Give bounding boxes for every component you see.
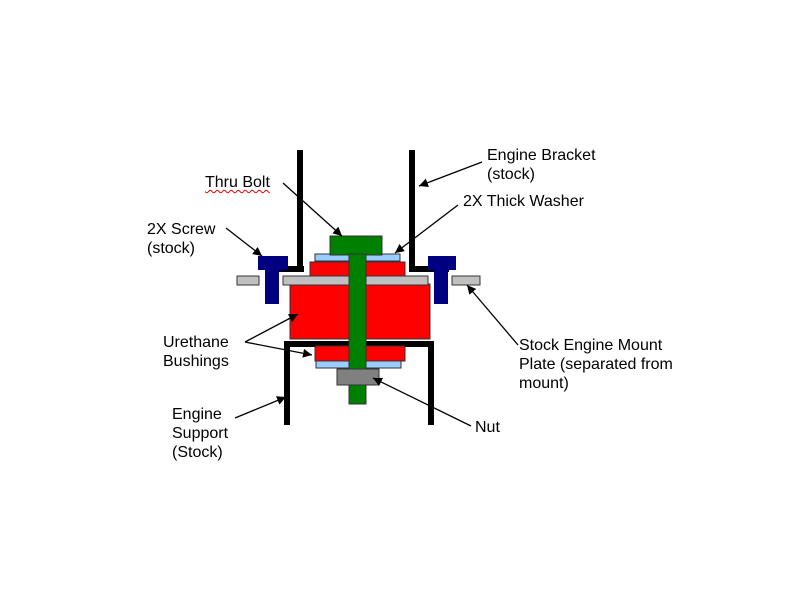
urethane-bushings-label-line: Bushings (163, 353, 229, 370)
thick-washer-arrow (394, 204, 459, 254)
engine-support-arrow (234, 396, 287, 419)
engine-bracket-label-line: (stock) (487, 166, 535, 183)
stock-mount-plate-label: Stock Engine Mount Plate (separated from… (519, 336, 673, 393)
stock-mount-plate-label-line: Stock Engine Mount (519, 337, 663, 354)
stock-screws (258, 256, 456, 304)
screw-label-line: 2X Screw (147, 221, 216, 238)
mount-plate-arrow (466, 284, 519, 346)
engine-bracket-label-line: Engine Bracket (487, 147, 596, 164)
urethane-bushings-label: Urethane Bushings (163, 333, 229, 371)
nut-label-line: Nut (475, 419, 500, 436)
engine-support-label-line: Engine (172, 406, 222, 423)
nut-label: Nut (475, 418, 500, 437)
thick-washer-label-line: 2X Thick Washer (463, 193, 584, 210)
bushing-upper-arrow (244, 313, 299, 343)
screw-label-line: (stock) (147, 240, 195, 257)
engine-bracket-label: Engine Bracket (stock) (487, 146, 596, 184)
engine-bracket-arrow (418, 161, 483, 188)
thru-bolt-label-line: Thru Bolt (205, 174, 270, 191)
screw-arrow (225, 227, 263, 257)
engine-support-label: Engine Support (Stock) (172, 405, 228, 462)
stock-mount-plate-label-line: mount) (519, 375, 569, 392)
nut (336, 368, 380, 386)
stock-mount-plate-label-line: Plate (separated from (519, 356, 673, 373)
nut-arrow (372, 377, 472, 427)
thick-washer-label: 2X Thick Washer (463, 192, 584, 211)
urethane-bushings-label-line: Urethane (163, 334, 229, 351)
bushing-lower-arrow (244, 341, 313, 358)
thru-bolt (329, 235, 383, 405)
engine-support-label-line: (Stock) (172, 444, 223, 461)
thru-bolt-arrow (282, 182, 343, 237)
screw-label: 2X Screw (stock) (147, 220, 215, 258)
thru-bolt-label: Thru Bolt (205, 173, 270, 192)
engine-support-label-line: Support (172, 425, 229, 442)
